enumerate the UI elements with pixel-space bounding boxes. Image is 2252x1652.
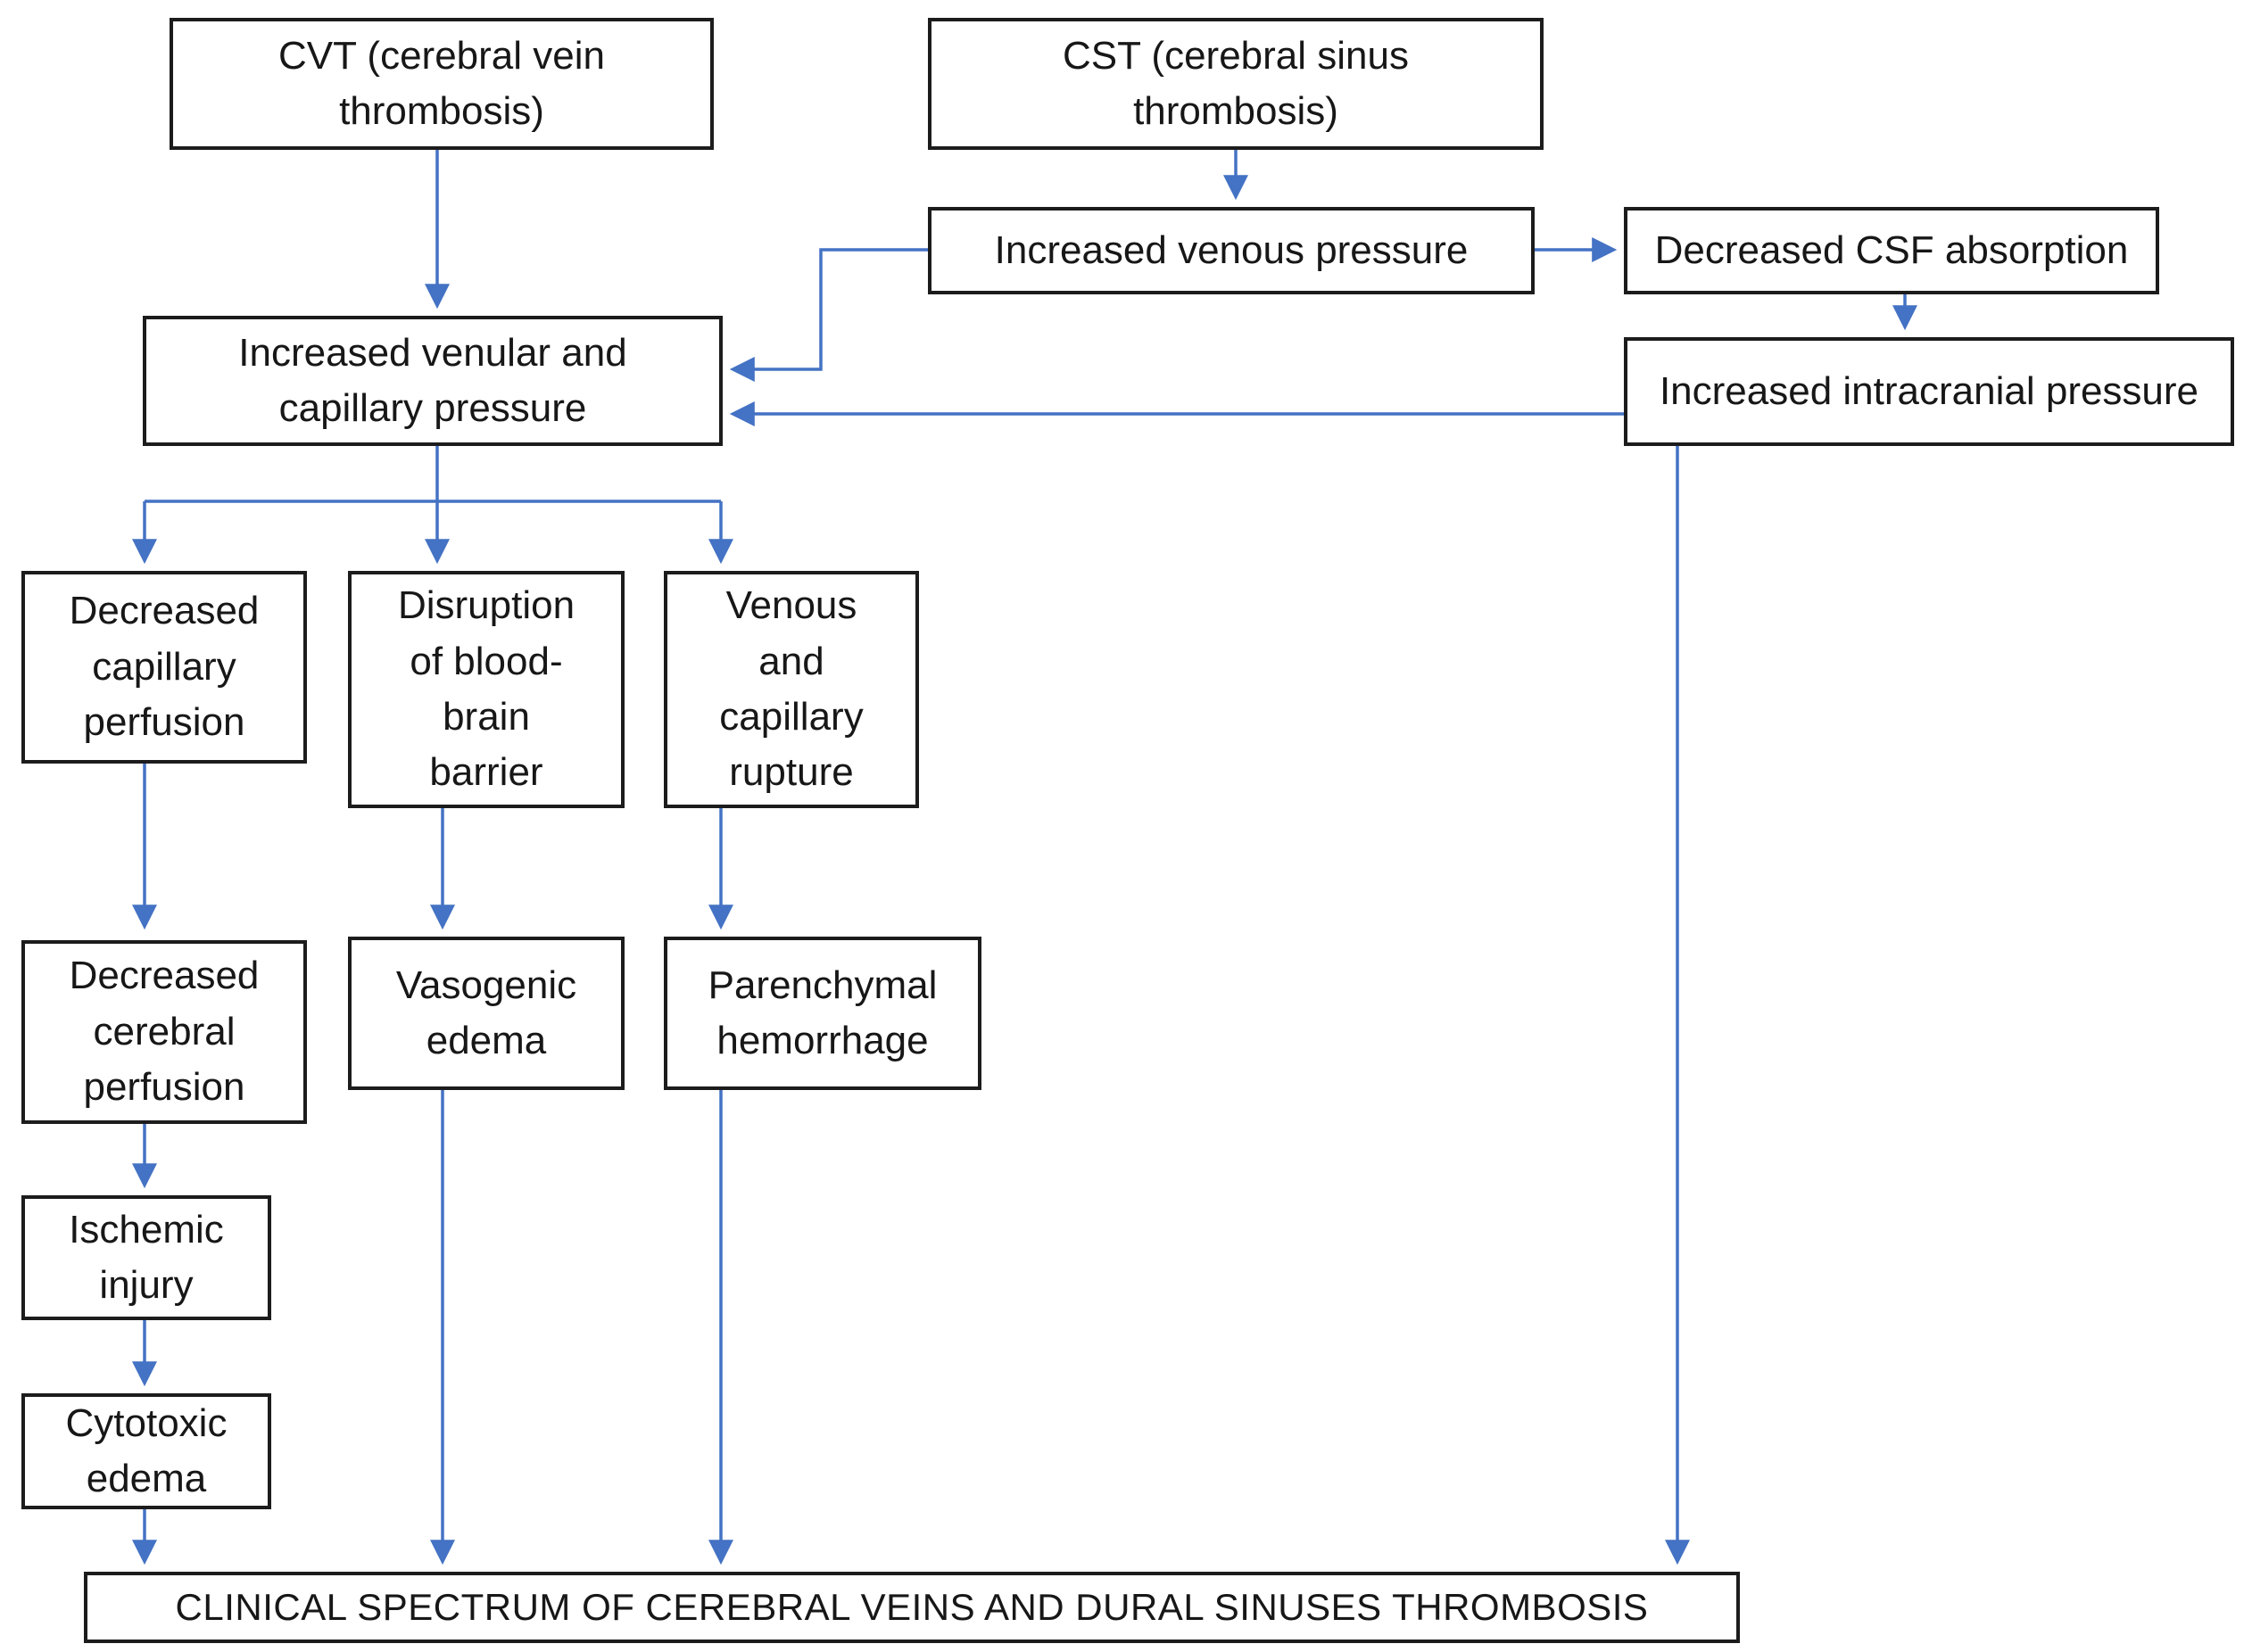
node-decreased-cerebral-perfusion: Decreased cerebral perfusion [21,940,307,1124]
node-cvt: CVT (cerebral vein thrombosis) [170,18,714,150]
node-cytotoxic-edema: Cytotoxic edema [21,1393,271,1509]
node-ischemic-injury: Ischemic injury [21,1195,271,1320]
node-parenchymal-hemorrhage: Parenchymal hemorrhage [664,937,981,1090]
node-increased-intracranial-pressure: Increased intracranial pressure [1624,337,2234,446]
node-increased-venular-capillary-pressure: Increased venular and capillary pressure [143,316,723,446]
node-venous-capillary-rupture: Venous and capillary rupture [664,571,919,808]
node-increased-venous-pressure: Increased venous pressure [928,207,1535,294]
node-disruption-blood-brain-barrier: Disruption of blood- brain barrier [348,571,625,808]
node-cst: CST (cerebral sinus thrombosis) [928,18,1544,150]
node-vasogenic-edema: Vasogenic edema [348,937,625,1090]
edge-venous-pressure-to-venular-capillary-pressure [729,248,928,382]
node-decreased-csf-absorption: Decreased CSF absorption [1624,207,2159,294]
node-decreased-capillary-perfusion: Decreased capillary perfusion [21,571,307,764]
node-clinical-spectrum: CLINICAL SPECTRUM OF CEREBRAL VEINS AND … [84,1572,1740,1643]
